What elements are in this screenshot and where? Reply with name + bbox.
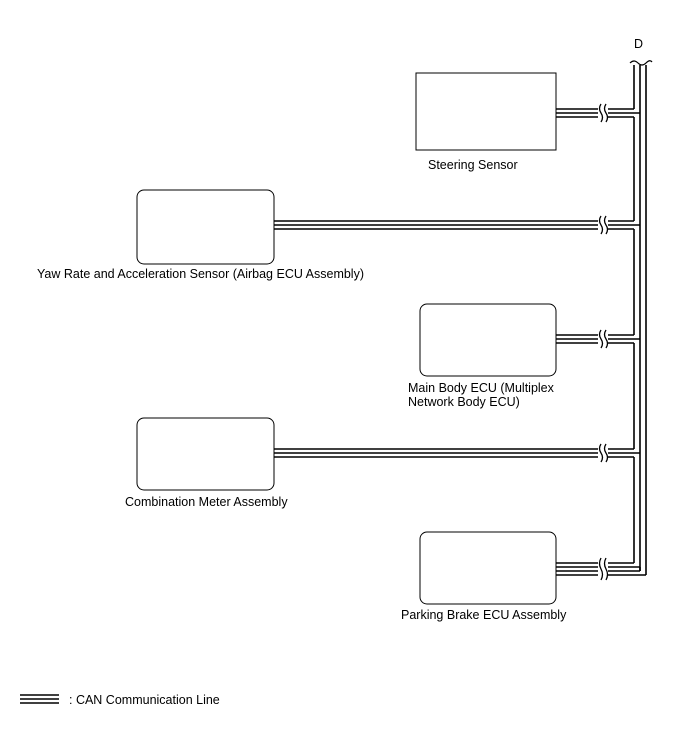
combination-meter-label: Combination Meter Assembly	[125, 495, 288, 509]
main-body-ecu-box	[419, 303, 557, 377]
wave-break-icon	[598, 103, 609, 123]
legend-label: : CAN Communication Line	[69, 693, 220, 707]
can-branch-yaw	[274, 220, 640, 230]
can-branch-combination-meter	[274, 448, 640, 458]
combination-meter-box	[136, 417, 275, 491]
bus-label: D	[634, 37, 644, 51]
parking-brake-ecu-box	[419, 531, 557, 605]
wave-break-icon	[598, 557, 609, 581]
main-body-ecu-label: Main Body ECU (Multiplex Network Body EC…	[408, 381, 554, 409]
wave-break-icon	[598, 443, 609, 463]
parking-brake-ecu-label: Parking Brake ECU Assembly	[401, 608, 567, 622]
bus-break-mark	[629, 60, 653, 66]
steering-sensor-label: Steering Sensor	[428, 158, 518, 172]
can-bus-trunk	[633, 65, 647, 575]
wave-break-icon	[598, 329, 609, 349]
wave-break-icon	[598, 215, 609, 235]
steering-sensor-box	[415, 72, 557, 151]
legend-can-line-sample	[20, 694, 59, 704]
yaw-rate-sensor-box	[136, 189, 275, 265]
yaw-rate-sensor-label: Yaw Rate and Acceleration Sensor (Airbag…	[37, 267, 365, 281]
